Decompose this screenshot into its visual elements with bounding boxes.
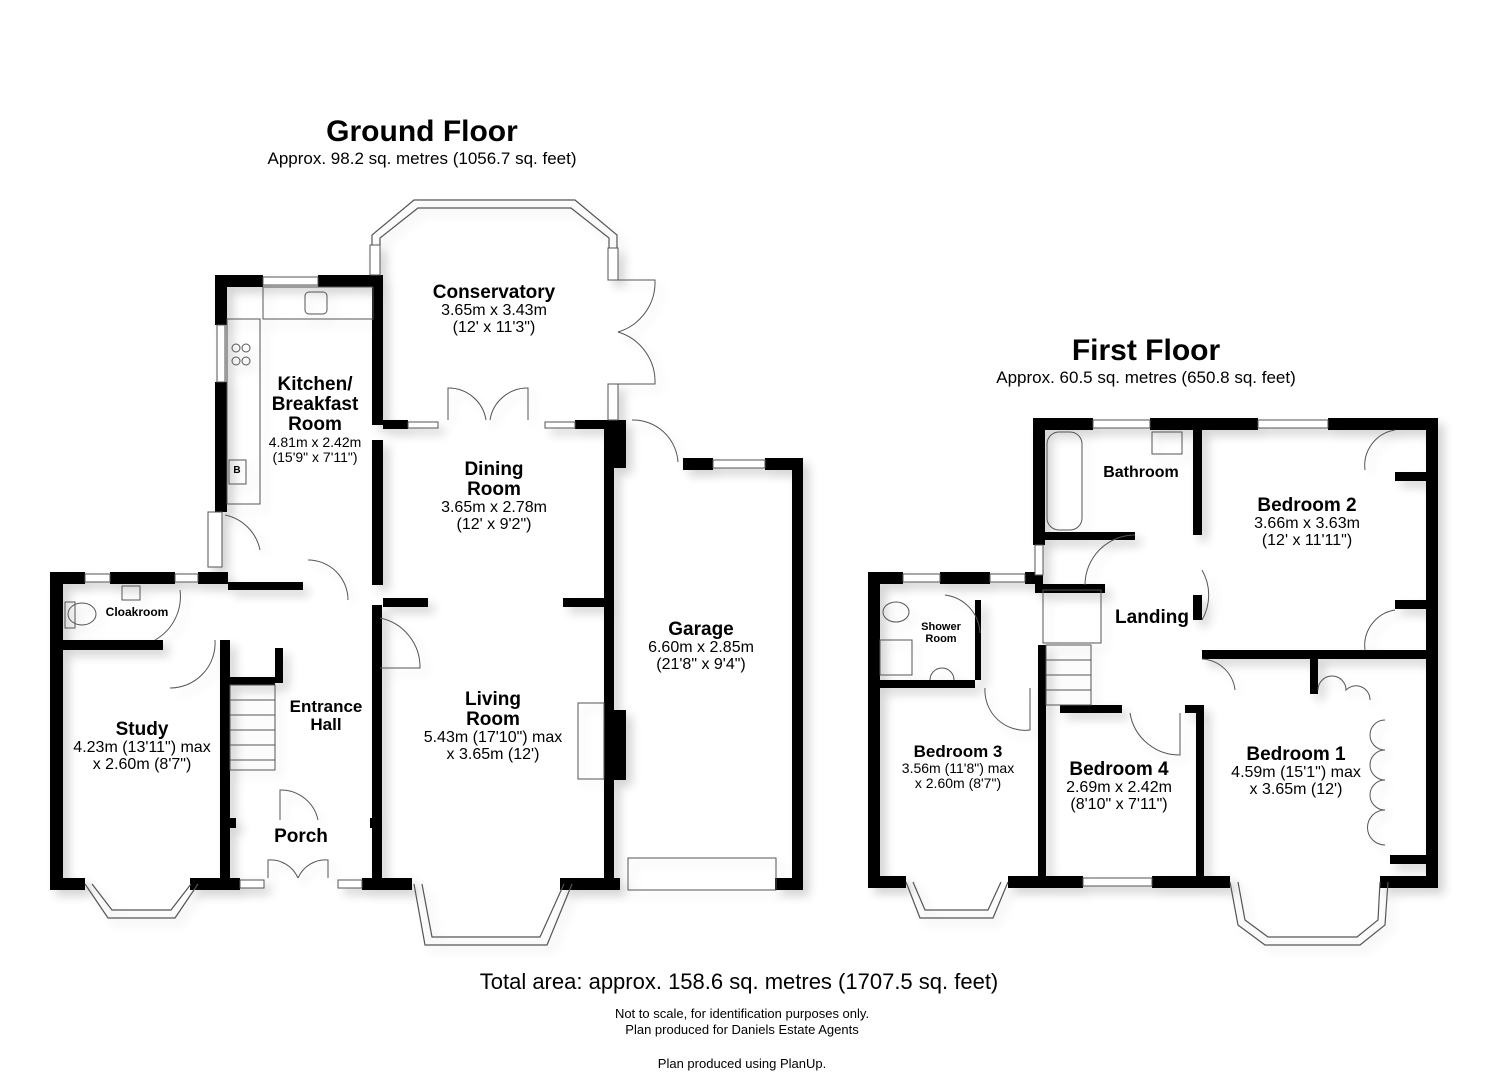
planup-credit: Plan produced using PlanUp.: [657, 1056, 827, 1071]
room-dimensions-imperial: (15'9" x 7'11"): [272, 448, 358, 465]
room-dimensions-imperial: x 2.60m (8'7"): [92, 755, 192, 773]
room-kitchen: Kitchen/ Breakfast Room 4.81m x 2.42m (1…: [269, 375, 362, 464]
room-dining: Dining Room 3.65m x 2.78m (12' x 9'2"): [441, 460, 547, 533]
room-dimensions-imperial: x 3.65m (12'): [1249, 780, 1343, 798]
room-dimensions: 2.69m x 2.42m: [1066, 778, 1172, 796]
room-dimensions: 3.66m x 3.63m: [1254, 514, 1360, 532]
room-name: Conservatory: [432, 282, 556, 303]
room-landing: Landing: [1115, 607, 1189, 628]
ground-floor-plan: [50, 199, 803, 946]
room-name-line2: Room: [466, 708, 520, 730]
room-dimensions: 3.65m x 2.78m: [441, 498, 547, 516]
room-shower: Shower Room: [921, 621, 961, 645]
first-floor-area: Approx. 60.5 sq. metres (650.8 sq. feet): [996, 367, 1296, 387]
room-bedroom-4: Bedroom 4 2.69m x 2.42m (8'10" x 7'11"): [1066, 760, 1172, 814]
room-dimensions-imperial: x 2.60m (8'7"): [914, 774, 1002, 791]
room-bedroom-3: Bedroom 3 3.56m (11'8") max x 2.60m (8'7…: [902, 743, 1014, 790]
room-cloakroom: Cloakroom: [105, 605, 169, 619]
room-dimensions-imperial: (8'10" x 7'11"): [1070, 795, 1168, 813]
room-dimensions-imperial: (21'8" x 9'4"): [656, 655, 746, 673]
room-name: Study: [115, 719, 169, 740]
bay-windows: [84, 199, 618, 946]
room-name-line1: Shower: [921, 621, 961, 633]
room-living: Living Room 5.43m (17'10") max x 3.65m (…: [424, 690, 563, 763]
room-name-line1: Entrance: [289, 697, 363, 716]
room-dimensions: 4.59m (15'1") max: [1231, 763, 1361, 781]
room-dimensions: 6.60m x 2.85m: [648, 638, 754, 656]
first-floor-bays: [905, 881, 1389, 946]
room-garage: Garage 6.60m x 2.85m (21'8" x 9'4"): [648, 620, 754, 674]
room-bedroom-1: Bedroom 1 4.59m (15'1") max x 3.65m (12'…: [1231, 745, 1361, 799]
ground-floor-title: Ground Floor: [326, 115, 518, 148]
room-dimensions: 4.23m (13'11") max: [73, 738, 211, 756]
room-dimensions: 3.65m x 3.43m: [441, 301, 547, 319]
room-name: Bedroom 2: [1257, 495, 1357, 516]
disclaimer: Not to scale, for identification purpose…: [615, 1006, 869, 1039]
first-floor-title: First Floor: [1071, 334, 1221, 367]
room-name-line1: Living: [465, 689, 521, 710]
room-name: Garage: [668, 619, 734, 640]
room-name-line3: Room: [288, 413, 342, 435]
room-name: Bedroom 1: [1246, 744, 1346, 765]
disclaimer-line1: Not to scale, for identification purpose…: [614, 1006, 870, 1021]
room-study: Study 4.23m (13'11") max x 2.60m (8'7"): [73, 720, 210, 774]
room-name: Bedroom 4: [1069, 759, 1169, 780]
ground-floor-walls: [50, 275, 803, 890]
room-entrance-hall: Entrance Hall: [290, 698, 363, 734]
first-floor-doors: [879, 429, 1396, 846]
first-floor-walls: [868, 418, 1438, 888]
room-name-line2: Room: [467, 478, 521, 500]
room-name: Bedroom 3: [913, 742, 1003, 761]
room-dimensions-imperial: x 3.65m (12'): [446, 745, 540, 763]
room-name-line2: Breakfast: [271, 393, 359, 415]
room-dimensions: 3.56m (11'8") max: [901, 759, 1015, 776]
room-name-line1: Dining: [464, 459, 524, 480]
room-bathroom: Bathroom: [1103, 464, 1179, 481]
room-bedroom-2: Bedroom 2 3.66m x 3.63m (12' x 11'11"): [1254, 496, 1360, 550]
first-floor-windows: [902, 419, 1329, 887]
room-name-line1: Kitchen/: [277, 374, 353, 395]
room-dimensions-imperial: (12' x 11'11"): [1261, 531, 1353, 549]
room-name-line2: Room: [925, 633, 957, 646]
room-dimensions: 4.81m x 2.42m: [268, 433, 362, 450]
boiler-label: B: [233, 465, 241, 476]
ground-floor-area: Approx. 98.2 sq. metres (1056.7 sq. feet…: [267, 148, 577, 168]
ground-floor-doors: [64, 279, 777, 891]
room-dimensions-imperial: (12' x 9'2"): [456, 515, 532, 533]
room-dimensions-imperial: (12' x 11'3"): [452, 318, 536, 336]
room-porch: Porch: [274, 826, 328, 847]
first-floor-header: First Floor Approx. 60.5 sq. metres (650…: [996, 335, 1296, 386]
total-area: Total area: approx. 158.6 sq. metres (17…: [479, 969, 999, 994]
ground-floor-windows: [84, 244, 766, 889]
room-name-line2: Hall: [310, 714, 342, 734]
room-conservatory: Conservatory 3.65m x 3.43m (12' x 11'3"): [433, 283, 556, 337]
disclaimer-line2: Plan produced for Daniels Estate Agents: [625, 1022, 859, 1038]
room-dimensions: 5.43m (17'10") max: [423, 728, 563, 746]
first-floor-plan: [868, 418, 1438, 946]
ground-floor-header: Ground Floor Approx. 98.2 sq. metres (10…: [268, 116, 577, 167]
